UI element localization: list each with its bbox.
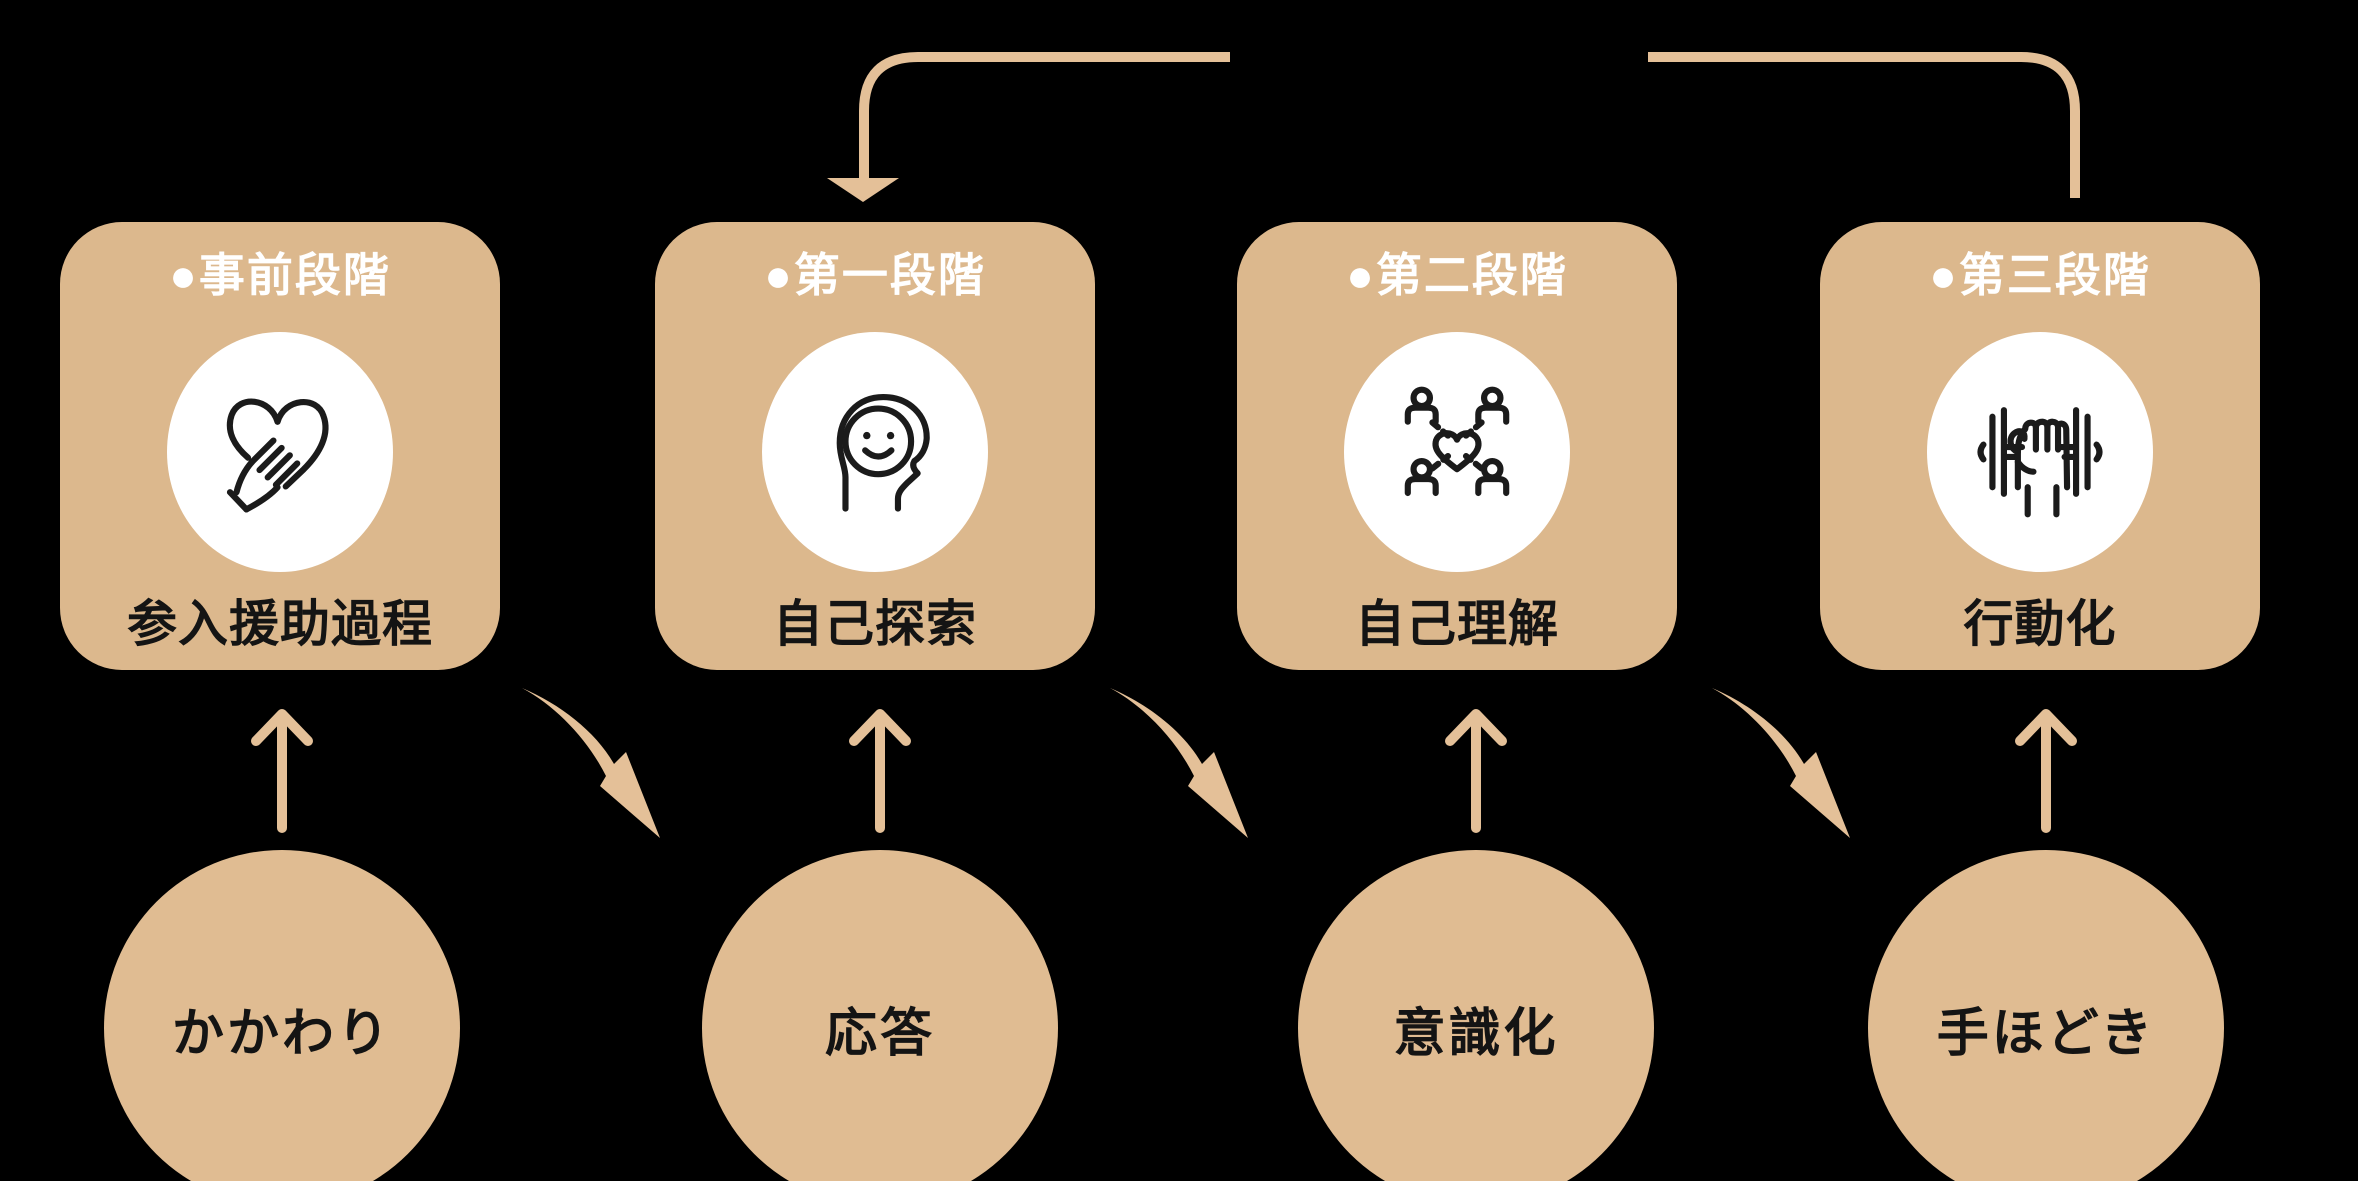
loop-back-arrow-tail-segment bbox=[1648, 52, 2080, 198]
base-circle-tehodoki: 手ほどき bbox=[1868, 850, 2224, 1181]
up-arrow-1 bbox=[256, 714, 308, 828]
icon-circle bbox=[1344, 332, 1570, 572]
stage-heading: ●第一段階 bbox=[764, 249, 986, 301]
icon-circle bbox=[1927, 332, 2153, 572]
stage-box-first: ●第一段階 自己探索 bbox=[655, 222, 1095, 670]
base-circle-outou: 応答 bbox=[702, 850, 1058, 1181]
hand-heart-icon bbox=[226, 398, 329, 513]
curved-arrow-3-4 bbox=[1712, 688, 1850, 838]
stage-label: 自己理解 bbox=[1355, 596, 1559, 652]
icon-circle bbox=[167, 332, 393, 572]
stage-heading: ●第三段階 bbox=[1929, 249, 2151, 301]
base-label: かかわり bbox=[171, 1004, 392, 1063]
curved-arrow-2-3 bbox=[1110, 688, 1248, 838]
stage-box-pre: ●事前段階 参入援助過程 bbox=[60, 222, 500, 670]
head-smile-icon bbox=[836, 393, 930, 512]
curved-arrow-1-2 bbox=[522, 688, 660, 838]
base-label: 応答 bbox=[824, 1004, 935, 1063]
base-label: 手ほどき bbox=[1936, 1004, 2156, 1063]
loop-back-arrow-head-segment bbox=[827, 52, 1230, 202]
base-circle-kakawari: かかわり bbox=[104, 850, 460, 1181]
stage-label: 参入援助過程 bbox=[127, 596, 433, 652]
up-arrow-2 bbox=[854, 714, 906, 828]
stage-box-third: ●第三段階 行動化 bbox=[1820, 222, 2260, 670]
icon-circle bbox=[762, 332, 988, 572]
stage-heading: ●第二段階 bbox=[1346, 249, 1568, 301]
up-arrow-3 bbox=[1450, 714, 1502, 828]
up-arrow-4 bbox=[2020, 714, 2072, 828]
base-label: 意識化 bbox=[1393, 1004, 1559, 1063]
base-circle-ishikika: 意識化 bbox=[1298, 850, 1654, 1181]
stage-heading: ●事前段階 bbox=[169, 249, 391, 301]
stage-box-second: ●第二段階 自己理解 bbox=[1237, 222, 1677, 670]
stage-label: 自己探索 bbox=[773, 596, 977, 652]
stage-label: 行動化 bbox=[1963, 596, 2117, 652]
fist-dumbbell-icon bbox=[1977, 407, 2103, 518]
people-heart-icon bbox=[1404, 386, 1510, 497]
